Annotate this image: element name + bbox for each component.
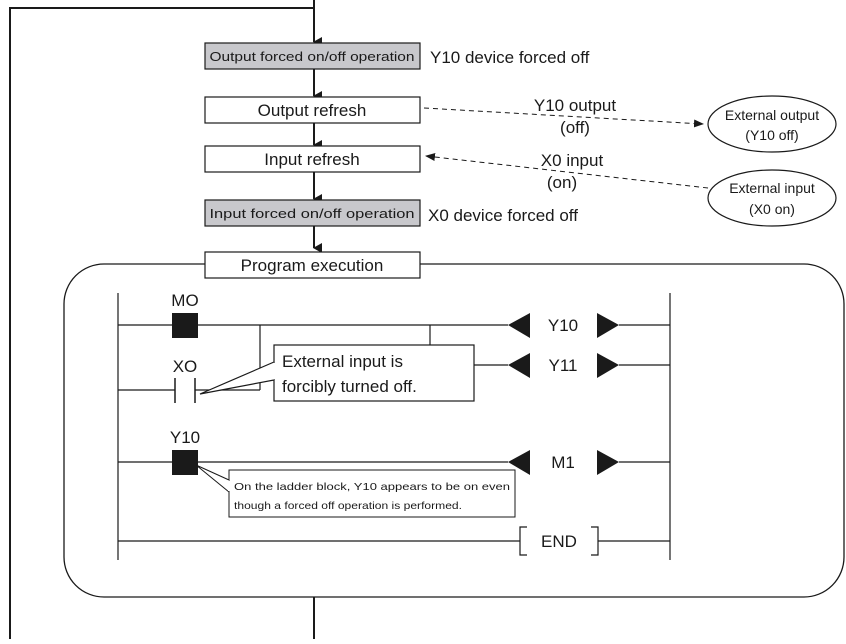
output-forced-operation-box: Output forced on/off operation [204, 42, 421, 70]
coil-m1-right [597, 450, 619, 475]
program-execution-box: Program execution [204, 251, 421, 279]
coil-y10-right [597, 313, 619, 338]
scan-loop-line [9, 0, 315, 639]
coil-m1-label: M1 [551, 453, 575, 472]
output-dashed-arrow [423, 107, 704, 128]
external-input-node: External input (X0 on) [707, 169, 837, 227]
callout-line-1: External input is [282, 352, 403, 371]
end-bracket-left [519, 526, 527, 556]
program-execution-frame [63, 263, 845, 598]
y10-contact [172, 450, 198, 475]
coil-y11-label: Y11 [549, 356, 578, 375]
coil-y10-label: Y10 [548, 316, 578, 335]
input-forced-note: X0 device forced off [428, 206, 578, 225]
x0-input-label: X0 input [541, 151, 604, 170]
coil-y10-left [508, 313, 530, 338]
input-refresh-box: Input refresh [204, 145, 421, 173]
callout-line-2: forcibly turned off. [282, 377, 417, 396]
y10-contact-label: Y10 [170, 428, 200, 447]
external-output-node: External output (Y10 off) [707, 95, 837, 153]
m0-contact [172, 313, 198, 338]
m0-label: MO [171, 291, 198, 310]
end-label: END [541, 532, 577, 551]
output-refresh-label: Output refresh [258, 101, 367, 120]
rung-2: Y10 M1 [118, 428, 670, 475]
program-execution-label: Program execution [241, 256, 384, 275]
x0-label: XO [173, 357, 198, 376]
y10-note-line-1: On the ladder block, Y10 appears to be o… [234, 481, 510, 493]
x0-callout: External input is forcibly turned off. [199, 344, 475, 402]
output-refresh-box: Output refresh [204, 96, 421, 124]
coil-y11-left [508, 353, 530, 378]
output-forced-operation-label: Output forced on/off operation [210, 50, 415, 64]
input-dashed-arrow [425, 153, 709, 189]
external-output-label: External output [725, 107, 819, 123]
y10-output-state: (off) [560, 118, 590, 137]
external-input-state: (X0 on) [749, 201, 795, 217]
output-forced-note: Y10 device forced off [430, 48, 590, 67]
external-output-state: (Y10 off) [745, 127, 798, 143]
input-forced-operation-box: Input forced on/off operation [204, 199, 421, 227]
input-refresh-label: Input refresh [264, 150, 359, 169]
x0-input-state: (on) [547, 173, 577, 192]
coil-m1-left [508, 450, 530, 475]
y10-note-callout: On the ladder block, Y10 appears to be o… [195, 464, 516, 518]
input-forced-operation-label: Input forced on/off operation [210, 207, 415, 221]
coil-y11-right [597, 353, 619, 378]
external-input-label: External input [729, 180, 815, 196]
y10-output-label: Y10 output [534, 96, 617, 115]
y10-note-line-2: though a forced off operation is perform… [234, 500, 462, 512]
end-bracket-right [591, 526, 599, 556]
rung-end: END [118, 526, 670, 556]
